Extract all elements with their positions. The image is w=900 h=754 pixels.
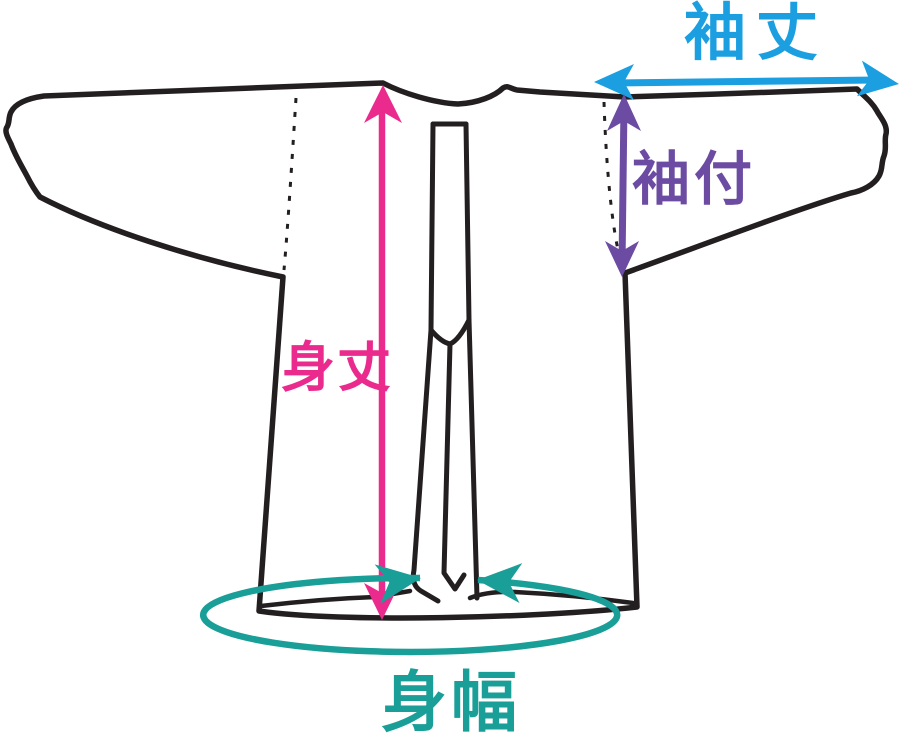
sleeve-length-arrowhead-left: [594, 64, 634, 100]
label-sleeve-attach: 袖付: [632, 145, 757, 213]
sleeve-length-arrow-shaft: [611, 76, 879, 87]
garment-outline: [3, 80, 890, 621]
label-body-length: 身丈: [281, 336, 393, 399]
collar-front-tip: [441, 341, 467, 592]
sleeve-length-arrow: [594, 60, 899, 100]
body-width-arrowhead-left: [374, 564, 421, 604]
body-length-arrowhead-top: [364, 85, 402, 123]
sleeve-attach-arrow: [605, 94, 641, 277]
label-body-width: 身幅: [381, 664, 521, 741]
label-sleeve-length: 袖丈: [684, 0, 829, 69]
body-width-ellipse-arc: [199, 574, 621, 656]
body-width-indicator: [199, 563, 621, 656]
sleeve-length-arrowhead-right: [856, 60, 899, 97]
sleeve-attach-arrowhead-bottom: [605, 241, 639, 277]
sleeve-attach-arrow-shaft: [618, 103, 628, 267]
armhole-seam-left-dashed: [282, 97, 298, 271]
body-width-arrowhead-right: [477, 563, 523, 604]
sleeve-attach-arrowhead-top: [607, 94, 641, 131]
